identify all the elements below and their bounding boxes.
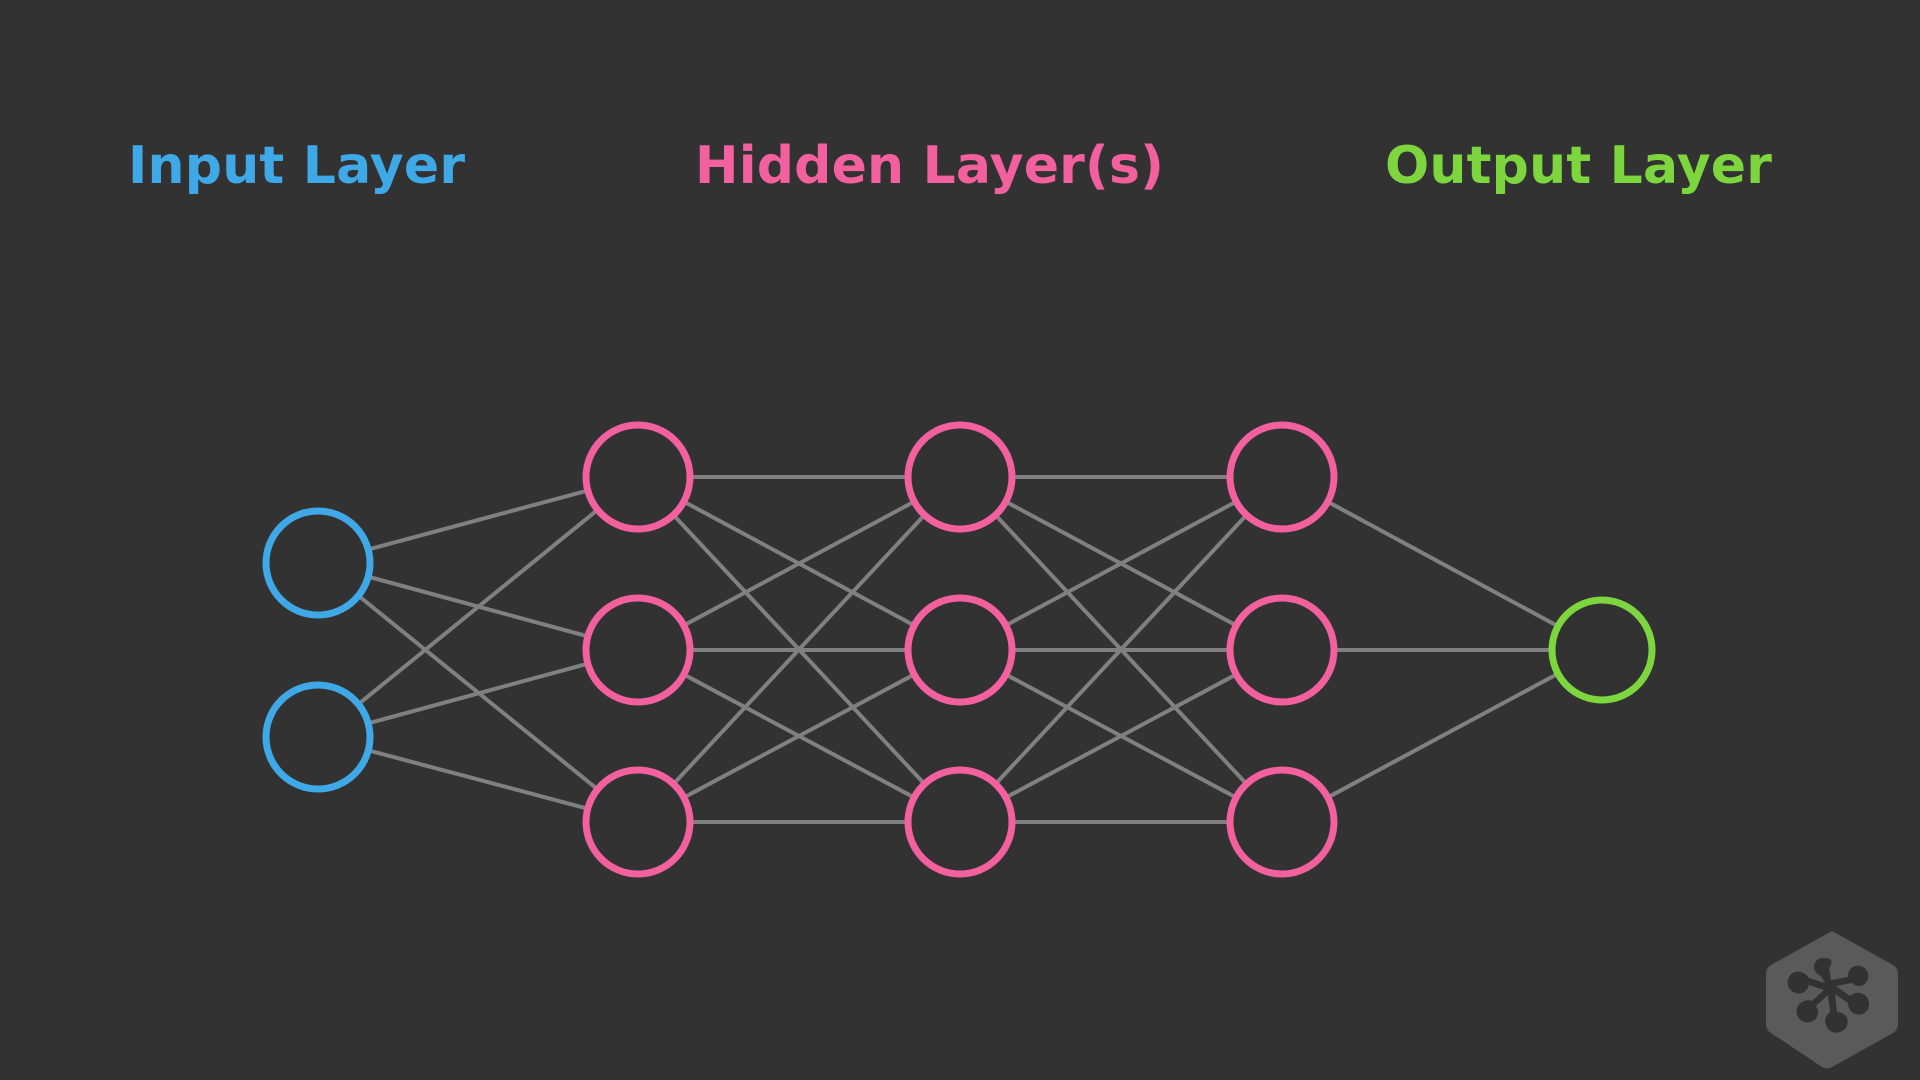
neuron-node-h1_1[interactable] [582, 421, 694, 533]
layer-label-input: Input Layer [128, 136, 466, 196]
edges-group [357, 475, 1559, 824]
neuron-node-o1[interactable] [1548, 596, 1656, 704]
connection-edge [1327, 672, 1559, 799]
connection-edge [368, 748, 588, 811]
connection-edge [672, 514, 926, 785]
connection-edge [357, 509, 599, 705]
neuron-node-h3_1[interactable] [1226, 421, 1338, 533]
connection-edge [1327, 500, 1559, 628]
connection-edge [683, 673, 915, 799]
neuron-node-h2_1[interactable] [904, 421, 1016, 533]
connection-edge [1005, 673, 1237, 799]
neuron-node-h3_3[interactable] [1226, 766, 1338, 878]
neuron-node-h3_2[interactable] [1226, 594, 1338, 706]
connection-edge [994, 514, 1248, 785]
layer-label-hidden: Hidden Layer(s) [695, 136, 1165, 196]
neuron-node-i2[interactable] [262, 681, 374, 793]
neuron-node-h2_3[interactable] [904, 766, 1016, 878]
neuron-node-i1[interactable] [262, 507, 374, 619]
neuron-node-h1_2[interactable] [582, 594, 694, 706]
layer-label-output: Output Layer [1385, 136, 1773, 196]
connection-edge [683, 500, 915, 627]
connection-edge [368, 489, 588, 551]
connection-edge [1005, 500, 1237, 627]
neuron-node-h2_2[interactable] [904, 594, 1016, 706]
connection-edge [368, 662, 588, 725]
nodes-group [262, 421, 1656, 878]
neuron-node-h1_3[interactable] [582, 766, 694, 878]
